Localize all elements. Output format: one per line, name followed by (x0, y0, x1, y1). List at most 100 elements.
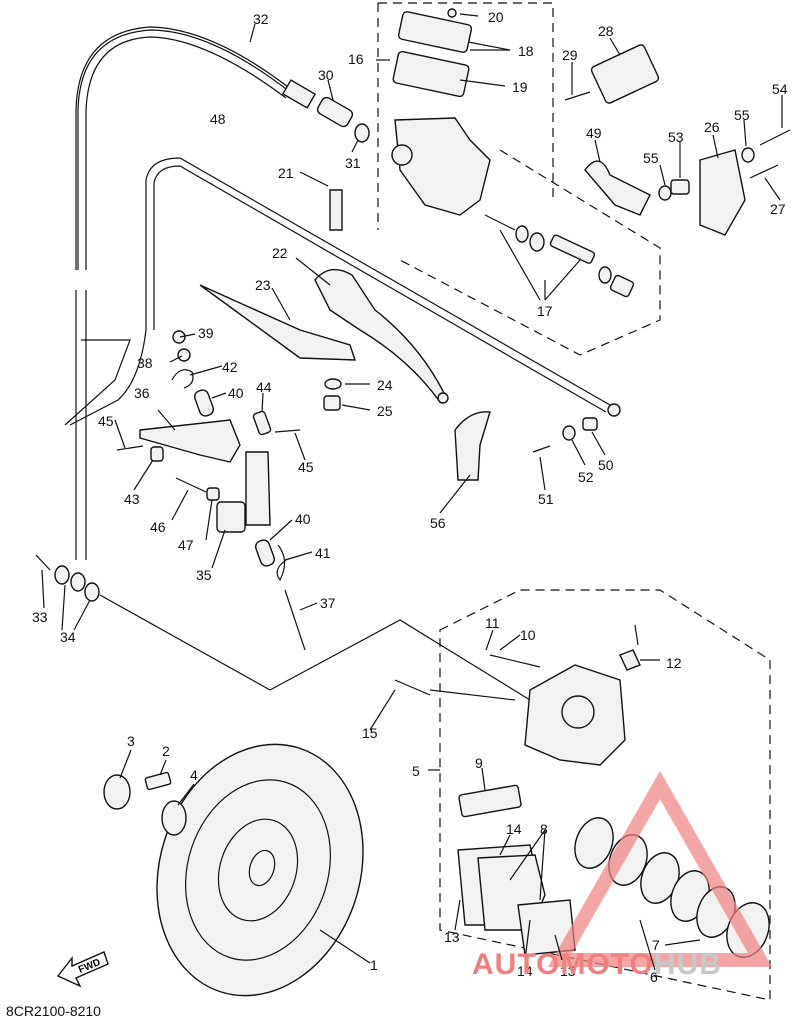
callout-33: 33 (32, 609, 48, 625)
caliper-dashed-box (439, 589, 771, 1001)
callout-56: 56 (430, 515, 446, 531)
callout-15: 15 (362, 725, 378, 741)
callout-4: 4 (190, 767, 198, 783)
callout-55a: 55 (643, 150, 659, 166)
callout-13b: 13 (560, 963, 576, 979)
bracket-35 (216, 501, 246, 533)
piston-kit-dashed-box (399, 149, 661, 356)
callout-52: 52 (578, 469, 594, 485)
callout-32: 32 (253, 11, 269, 27)
callout-53: 53 (668, 129, 684, 145)
callout-27: 27 (770, 201, 786, 217)
callout-13a: 13 (444, 929, 460, 945)
screw-45b (274, 429, 301, 433)
collar-47 (206, 487, 220, 501)
watermark-part2: HUB (653, 948, 722, 981)
brake-cable-32 (64, 26, 317, 560)
pin-40a (193, 389, 215, 417)
callout-43: 43 (124, 491, 140, 507)
circlip-3 (103, 774, 131, 810)
callout-37: 37 (320, 595, 336, 611)
washer-34c (84, 582, 100, 602)
master-cylinder-16 (391, 11, 491, 216)
callout-48: 48 (210, 111, 226, 127)
callout-49: 49 (586, 125, 602, 141)
bolt-54 (759, 129, 791, 146)
washer-34a (54, 565, 70, 585)
switch-28 (590, 44, 660, 104)
callout-3: 3 (127, 733, 135, 749)
callout-39: 39 (198, 325, 214, 341)
callout-14b: 14 (517, 963, 533, 979)
watermark-part1: AUTOMOTO (472, 948, 654, 981)
callout-34: 34 (60, 629, 76, 645)
piston-kit-17 (484, 214, 635, 298)
washer-55a (658, 185, 672, 201)
callout-10: 10 (520, 627, 536, 643)
callout-1: 1 (370, 957, 378, 973)
callout-45b: 45 (298, 459, 314, 475)
callout-38: 38 (137, 355, 153, 371)
callout-44: 44 (256, 379, 272, 395)
washer-52 (562, 425, 576, 441)
washer-31 (354, 123, 370, 143)
label-56 (454, 411, 491, 481)
callout-20: 20 (488, 9, 504, 25)
fwd-arrow-icon: FWD (56, 951, 109, 988)
nut-25 (323, 395, 341, 411)
callout-35: 35 (196, 567, 212, 583)
callout-36: 36 (134, 385, 150, 401)
nut-39 (172, 330, 186, 344)
collar-50 (582, 417, 598, 431)
rod-35 (245, 451, 271, 526)
diagram-code: 8CR2100-8210 (6, 1003, 101, 1019)
pin-40b (254, 539, 276, 567)
callout-54: 54 (772, 81, 788, 97)
callout-12: 12 (666, 655, 682, 671)
callout-42: 42 (222, 359, 238, 375)
washer-34b (70, 572, 86, 592)
callout-47: 47 (178, 537, 194, 553)
leader-lines (41, 13, 783, 971)
callout-26: 26 (704, 119, 720, 135)
spring-41 (276, 544, 287, 582)
leader-line (99, 594, 531, 701)
callout-31: 31 (345, 155, 361, 171)
callout-40a: 40 (228, 385, 244, 401)
callout-2: 2 (162, 743, 170, 759)
brake-disc-1 (156, 743, 364, 997)
callout-22: 22 (272, 245, 288, 261)
master-cylinder-dashed-box (377, 2, 554, 230)
callout-19: 19 (512, 79, 528, 95)
callout-9: 9 (475, 755, 483, 771)
bolt-15 (394, 679, 431, 696)
screw-45a (116, 445, 144, 451)
spring-plate-9 (458, 784, 522, 818)
bracket-26 (699, 149, 746, 236)
switch-44 (252, 410, 272, 436)
screw-20 (447, 8, 457, 18)
callout-23: 23 (255, 277, 271, 293)
brake-lever-22 (314, 268, 449, 404)
bolt-33 (35, 554, 51, 571)
collar-53 (670, 179, 690, 195)
callout-numbers: 32 30 31 16 20 18 19 48 21 22 23 24 25 1… (32, 9, 788, 985)
callout-45a: 45 (98, 413, 114, 429)
nut-43 (150, 446, 164, 462)
washer-38 (177, 348, 191, 362)
watermark-triangle (547, 770, 773, 967)
spring-42 (171, 369, 194, 389)
callout-50: 50 (598, 457, 614, 473)
callout-55b: 55 (734, 107, 750, 123)
callout-29: 29 (562, 47, 578, 63)
callout-14a: 14 (506, 821, 522, 837)
lever-23 (199, 284, 356, 361)
bolt-21 (329, 189, 343, 231)
callout-24: 24 (377, 377, 393, 393)
callout-5: 5 (412, 763, 420, 779)
callout-40b: 40 (295, 511, 311, 527)
callout-17: 17 (537, 303, 553, 319)
callout-25: 25 (377, 403, 393, 419)
callout-28: 28 (598, 23, 614, 39)
